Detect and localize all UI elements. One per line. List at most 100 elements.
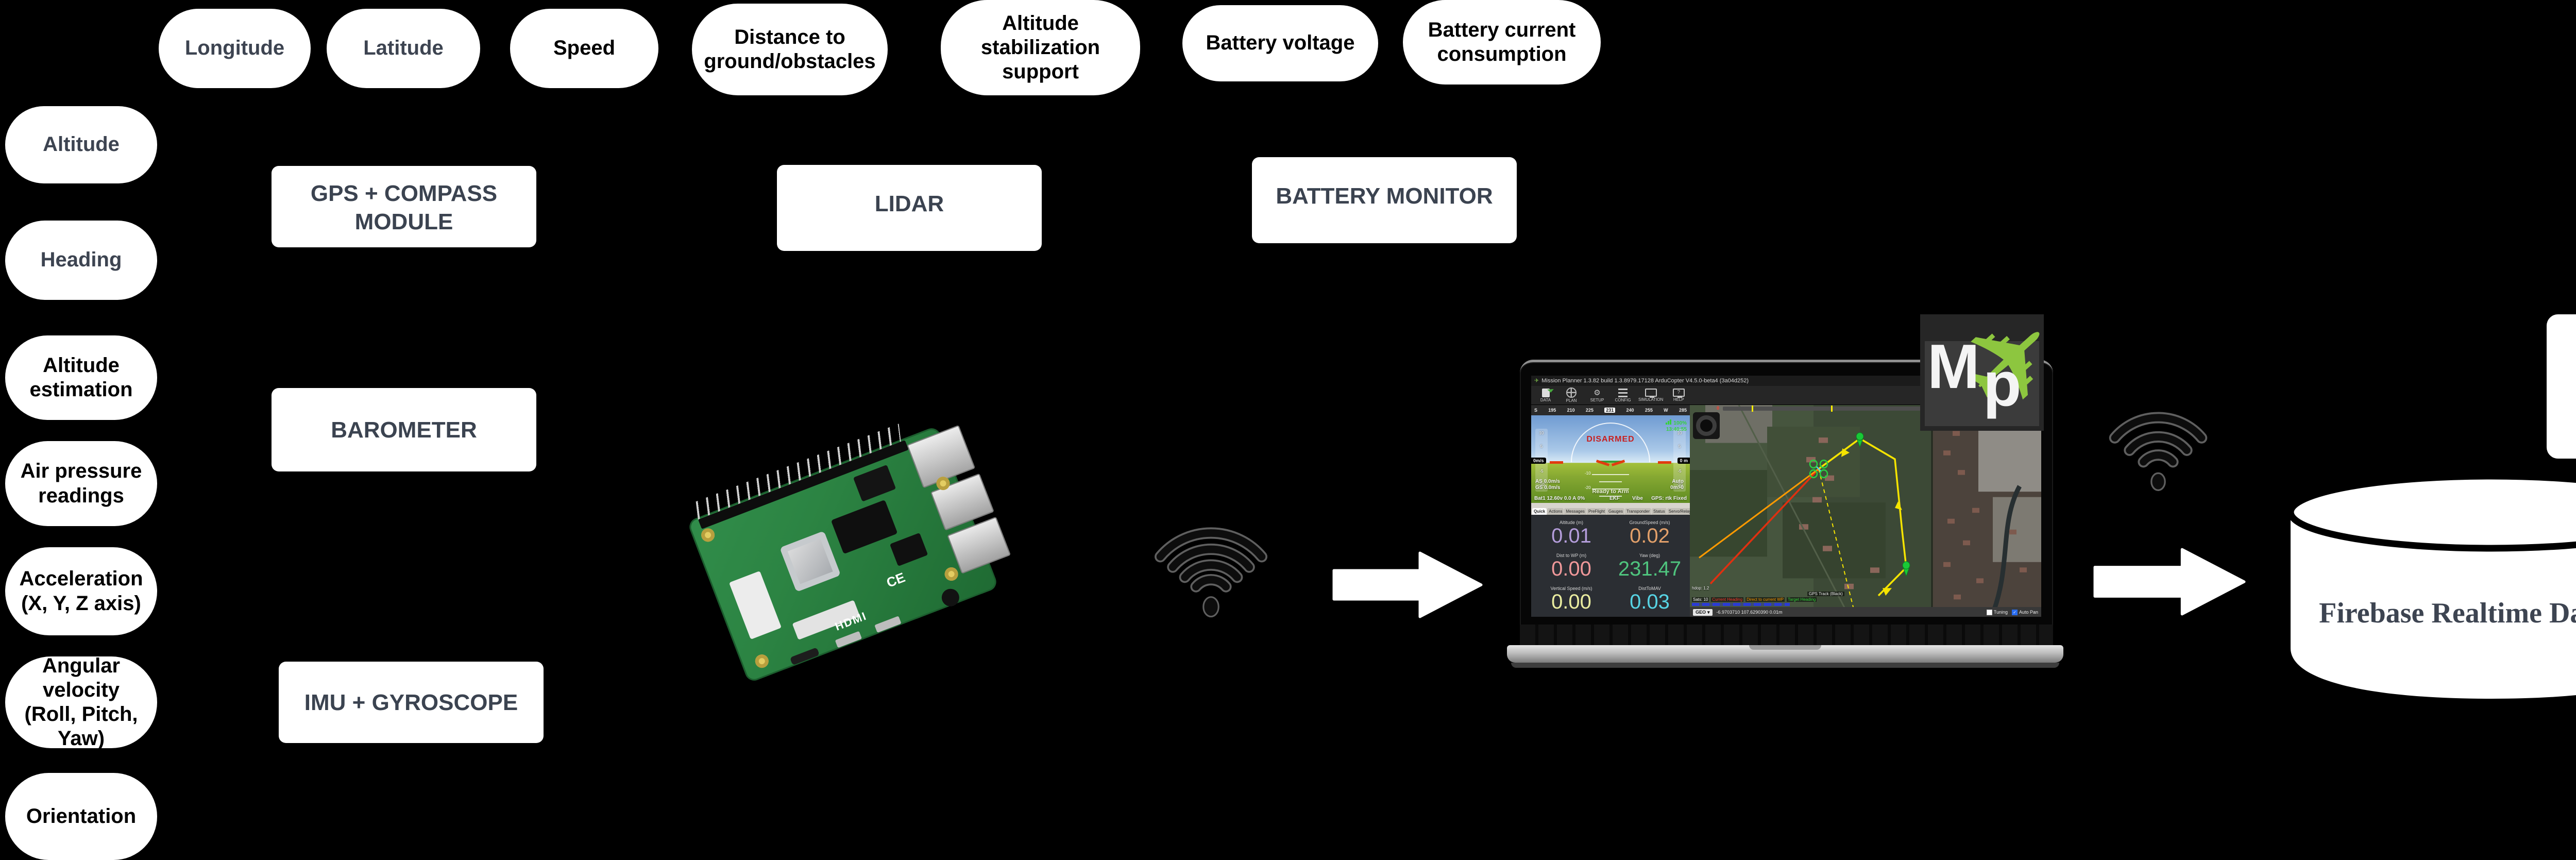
autopan-checkbox[interactable]: ✓Auto Pan	[2011, 609, 2038, 615]
hud-ekf: EKF	[1609, 496, 1620, 501]
mp-window-title: Mission Planner 1.3.82 build 1.3.8979.17…	[1541, 378, 1749, 384]
waypoint-pin	[1902, 561, 1910, 577]
firebase-database-cylinder: Firebase Realtime Database	[2287, 473, 2576, 699]
data-icon	[1541, 388, 1550, 397]
mp-menu-data[interactable]: DATA	[1535, 388, 1556, 402]
pill-battery-current: Battery current consumption	[1403, 0, 1601, 85]
firebase-logo-card	[2547, 314, 2576, 459]
hud-groundspeed: GS 0.0m/s	[1535, 485, 1561, 491]
wifi-icon	[1155, 527, 1267, 618]
box-imu-gyroscope: IMU + GYROSCOPE	[279, 662, 544, 743]
mp-heading-value: 231	[1604, 408, 1616, 413]
satellite-map	[1690, 405, 2041, 617]
pill-heading: Heading	[5, 221, 157, 300]
tab-servo-relay[interactable]: Servo/Relay	[1667, 508, 1693, 515]
flow-arrow-right	[2093, 548, 2246, 616]
box-barometer: BAROMETER	[272, 388, 536, 471]
pill-altitude-estimation: Altitude estimation	[5, 335, 157, 420]
tab-messages[interactable]: Messages	[1564, 508, 1586, 515]
gear-icon: ⚙	[1594, 388, 1601, 397]
monitor-icon	[1645, 389, 1657, 398]
legend-direct-wp: Direct to current WP	[1745, 597, 1785, 602]
pill-distance: Distance to ground/obstacles	[692, 4, 888, 95]
quick-dist-to-mav: DistToMAV 0.03	[1630, 585, 1670, 613]
sliders-icon	[1618, 388, 1628, 397]
box-gps-compass: GPS + COMPASS MODULE	[272, 166, 536, 247]
laptop-notch	[1749, 645, 1821, 650]
waypoint-pin	[1856, 432, 1864, 448]
hud-ready-status: Ready to Arm	[1592, 488, 1629, 495]
map-info-line	[1692, 603, 1790, 606]
drone-marker	[1809, 459, 1828, 479]
mp-menu-config[interactable]: CONFIG	[1613, 388, 1633, 402]
hud-horizon-mark	[1550, 461, 1563, 464]
pill-altitude: Altitude	[5, 106, 157, 183]
pill-latitude: Latitude	[327, 9, 480, 88]
mp-menu-help[interactable]: ?HELP	[1672, 389, 1685, 402]
map-coordinates: -6.9703710 107.6290390 0.01m	[1716, 610, 1783, 615]
hud-horizon-mark	[1658, 461, 1671, 464]
pill-acceleration: Acceleration (X, Y, Z axis)	[5, 547, 157, 635]
quick-vertical-speed: Vertical Speed (m/s) 0.00	[1550, 585, 1592, 613]
mp-menu-setup[interactable]: ⚙SETUP	[1590, 388, 1604, 402]
pill-speed: Speed	[510, 9, 658, 88]
laptop-keyboard	[1520, 625, 2053, 645]
tab-gauges[interactable]: Gauges	[1606, 508, 1624, 515]
mp-menu-simulation[interactable]: SIMULATION	[1638, 389, 1663, 402]
wifi-icon	[2109, 412, 2208, 491]
pill-air-pressure: Air pressure readings	[5, 441, 157, 526]
box-lidar: LIDAR	[777, 165, 1042, 251]
caret-down-icon: ▾	[1707, 609, 1710, 615]
mp-map-panel[interactable]: 0 hdop: 1.2 Sats: 10 Current Heading Dir…	[1690, 405, 2041, 617]
map-gimbal-widget	[1693, 412, 1720, 439]
map-geo-dropdown[interactable]: GEO▾	[1693, 609, 1713, 616]
tab-transponder[interactable]: Transponder	[1624, 508, 1652, 515]
quick-dist-to-wp: Dist to WP (m) 0.00	[1551, 552, 1591, 580]
hud-wp-progress: 0m>0	[1670, 485, 1684, 491]
raspberry-pi-board: HDMI CE	[687, 424, 1011, 684]
mp-logo-panel	[1925, 341, 2039, 426]
hud-vibe: Vibe	[1632, 496, 1643, 501]
pill-angular-velocity: Angular velocity (Roll, Pitch, Yaw)	[5, 654, 157, 750]
globe-icon	[1566, 387, 1577, 398]
pill-longitude: Longitude	[159, 9, 311, 88]
quick-yaw: Yaw (deg) 231.47	[1618, 552, 1682, 580]
hud-pitch-label: -10	[1585, 471, 1591, 476]
mp-tab-strip: Quick Actions Messages PreFlight Gauges …	[1531, 503, 1722, 515]
hud-horizon-center	[1599, 461, 1622, 463]
checkbox-checked-icon: ✓	[2011, 609, 2018, 615]
tab-preflight[interactable]: PreFlight	[1586, 508, 1606, 515]
hud-link-quality: 100% 13:40:55	[1666, 419, 1687, 432]
tab-status[interactable]: Status	[1652, 508, 1667, 515]
hud-alt-tag: 0 m	[1677, 458, 1690, 464]
tuning-checkbox[interactable]: Tuning	[1986, 609, 2008, 615]
hud-gps-status: GPS: rtk Fixed	[1651, 496, 1687, 501]
help-icon: ?	[1672, 389, 1685, 398]
pill-orientation: Orientation	[5, 773, 157, 860]
map-legend: Sats: 10 Current Heading Direct to curre…	[1692, 597, 1817, 602]
flow-arrow-right	[1332, 551, 1483, 618]
map-slider-zero: 0	[1717, 406, 1720, 411]
mp-logo-p: p	[1983, 349, 2022, 419]
signal-bars-icon	[1666, 419, 1672, 427]
mp-logo-m: M	[1927, 331, 1980, 401]
hud-disarmed-status: DISARMED	[1586, 435, 1635, 444]
mp-menu-plan[interactable]: PLAN	[1561, 387, 1582, 403]
map-hdop: hdop: 1.2	[1692, 586, 1709, 591]
quick-altitude: Altitude (m) 0.01	[1551, 520, 1591, 548]
mission-planner-logo: ✈ M p	[1920, 314, 2044, 431]
mp-app-icon: ✈	[1534, 377, 1539, 384]
map-gps-track-label: GPS Track (Black)	[1807, 592, 1844, 596]
mp-hud: DISARMED -10 -20	[1531, 415, 1690, 503]
legend-target-heading: Target Heading	[1787, 597, 1817, 602]
tab-actions[interactable]: Actions	[1547, 508, 1564, 515]
quick-groundspeed: GroundSpeed (m/s) 0.02	[1629, 520, 1670, 548]
hud-airspeed: AS 0.0m/s	[1535, 479, 1560, 484]
map-sats: Sats: 10	[1692, 597, 1709, 602]
legend-current-heading: Current Heading	[1711, 597, 1744, 602]
hud-mode: Auto	[1672, 479, 1684, 484]
tab-quick[interactable]: Quick	[1532, 508, 1547, 515]
pill-battery-voltage: Battery voltage	[1182, 5, 1378, 81]
hud-pitch-label: -20	[1585, 485, 1591, 490]
